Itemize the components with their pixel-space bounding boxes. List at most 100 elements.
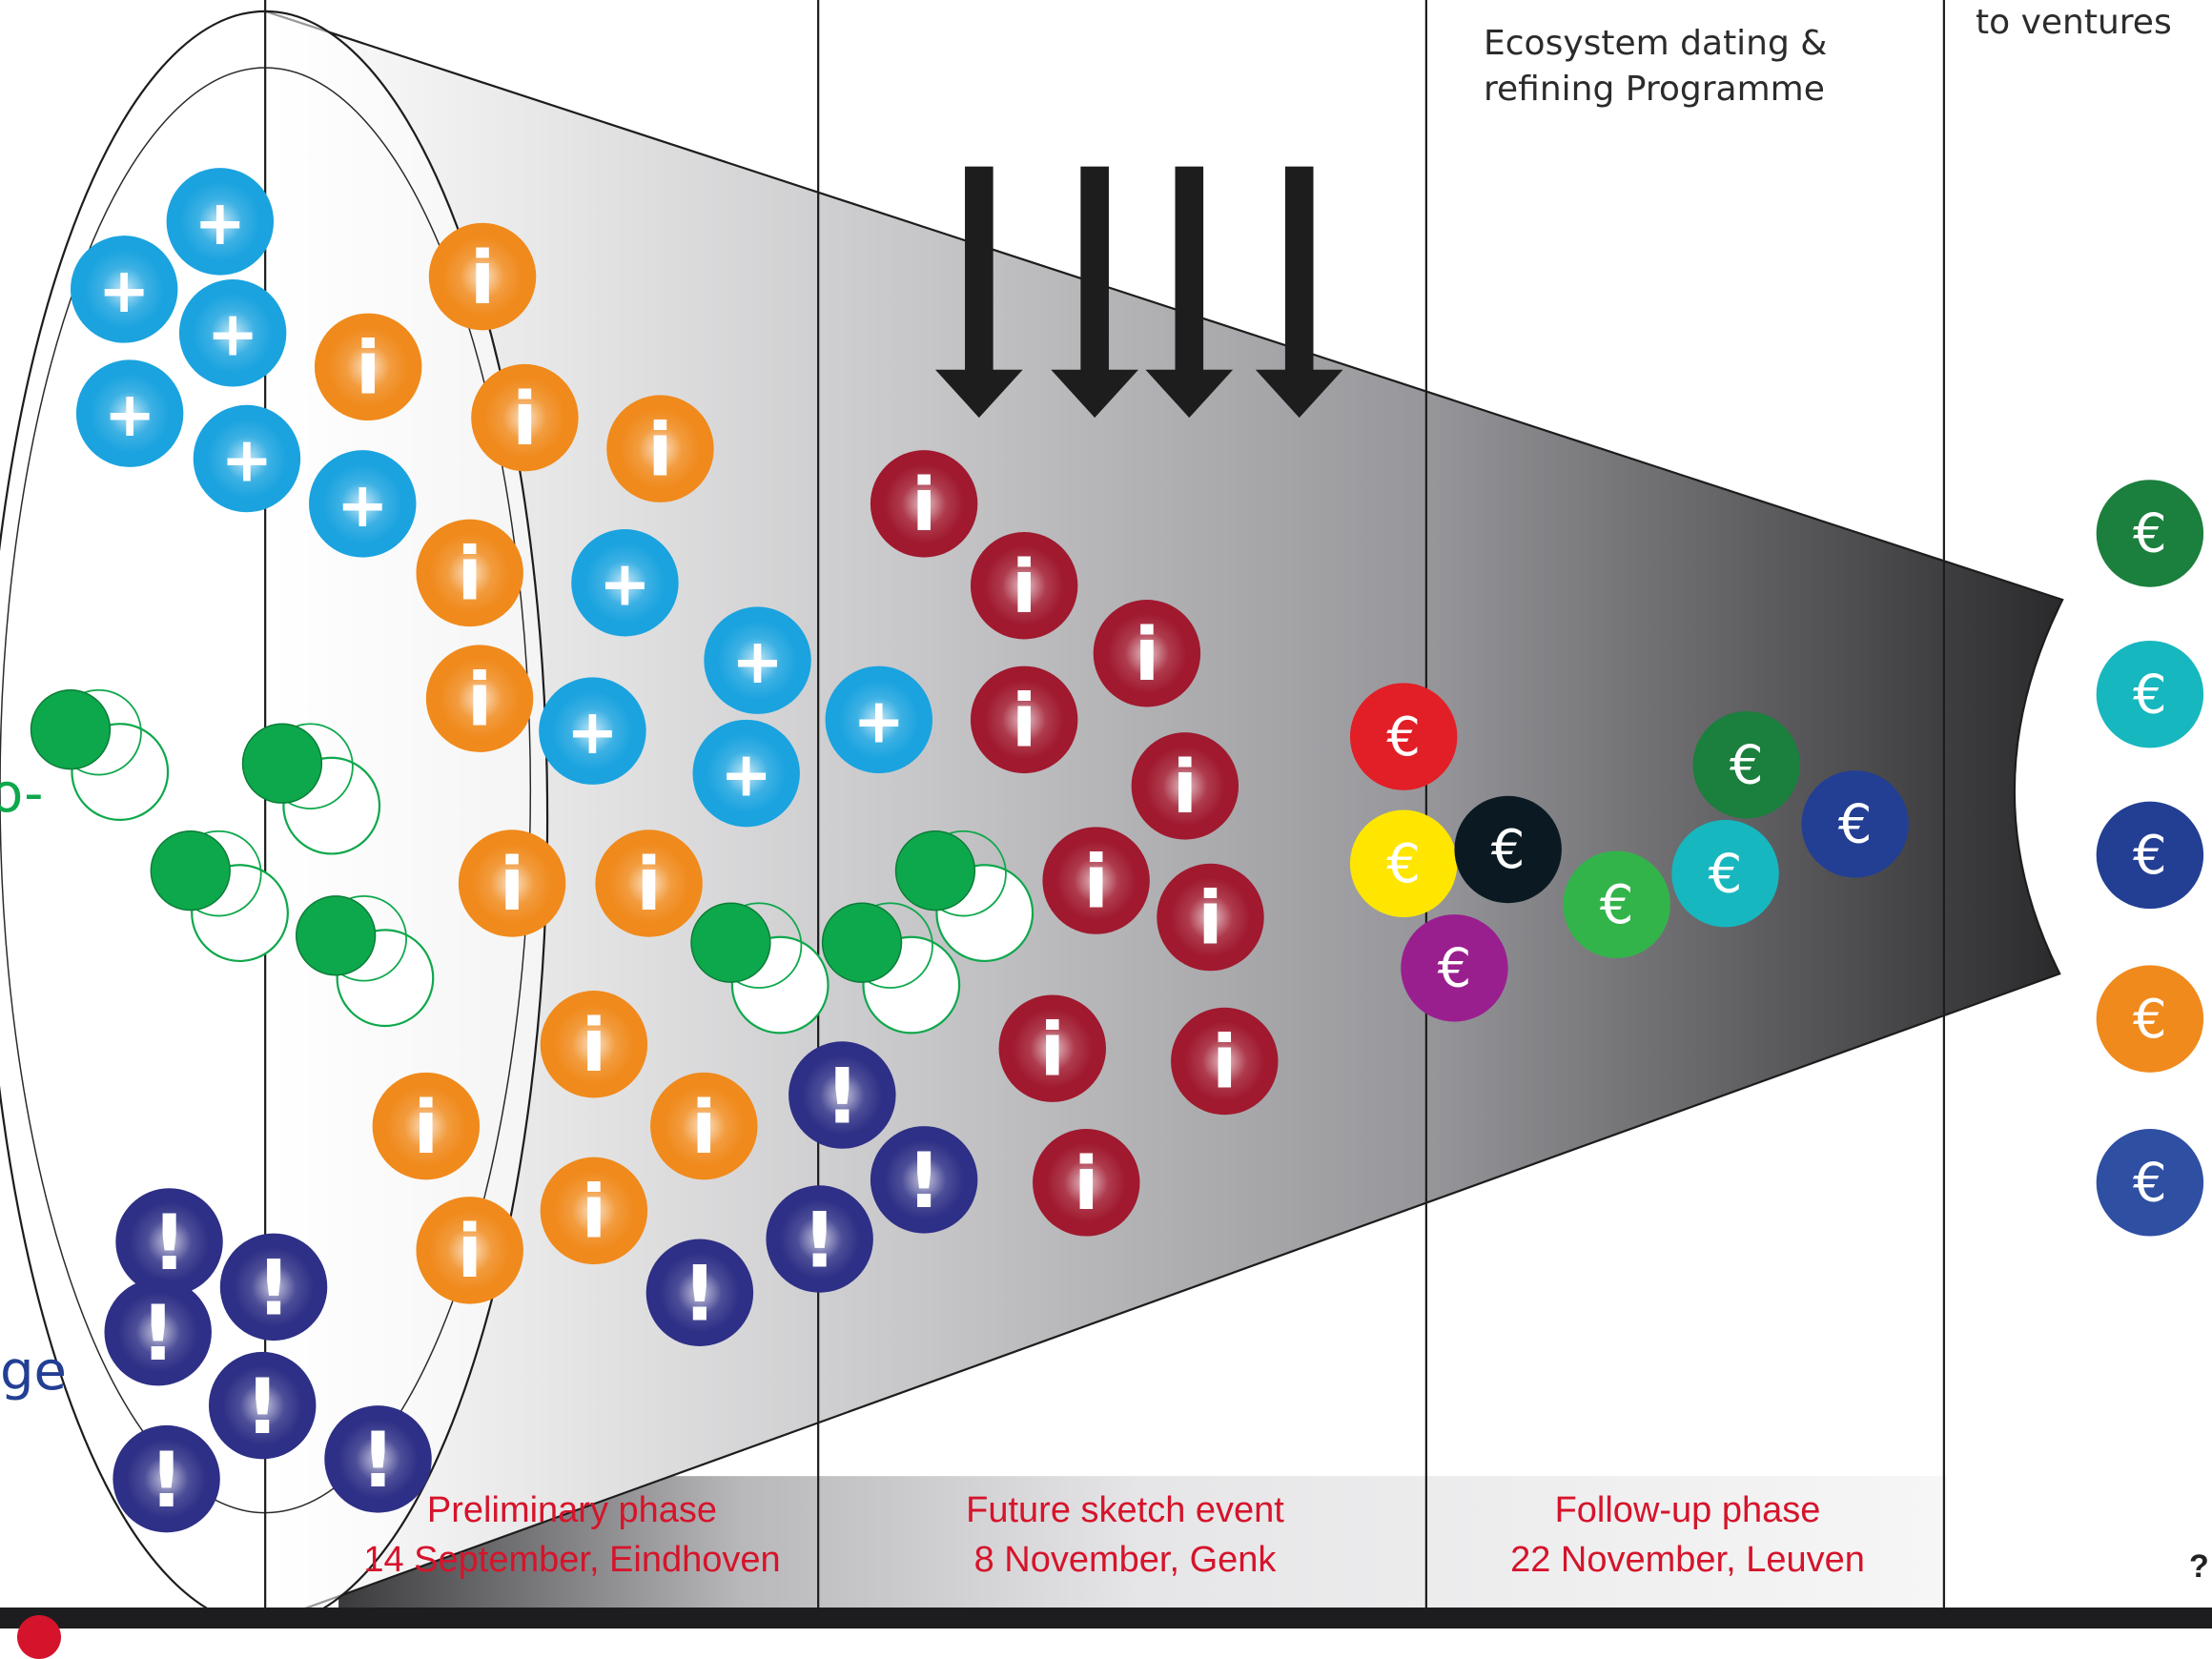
info-circle: i (650, 1072, 758, 1180)
info-circle-symbol: i (458, 1210, 482, 1295)
info-circle: i (595, 830, 703, 937)
euro-circle: € (1692, 710, 1800, 819)
info-circle-symbol: i (467, 658, 492, 743)
euro-symbol: € (1709, 843, 1743, 905)
red-info-circle-symbol: i (1012, 545, 1036, 630)
red-info-circle-symbol: i (1012, 680, 1036, 765)
info-circle-symbol: i (356, 327, 380, 412)
alert-circle-symbol: ! (256, 1244, 291, 1333)
plus-circle-symbol: + (599, 549, 651, 621)
info-circle-symbol: i (582, 1004, 606, 1089)
alert-circle-symbol: ! (907, 1137, 941, 1225)
euro-circle: € (1563, 850, 1670, 958)
down-arrow (1145, 166, 1234, 419)
euro-circle: € (1801, 770, 1909, 878)
alert-circle: ! (208, 1351, 317, 1460)
info-circle: i (425, 645, 534, 752)
alert-circle: ! (115, 1188, 223, 1296)
phase-follow-up: Follow-up phase 22 November, Leuven (1440, 1485, 1936, 1585)
euro-symbol: € (1730, 734, 1764, 796)
euro-symbol: € (1386, 707, 1421, 768)
info-circle-symbol: i (414, 1086, 439, 1171)
green-circle-pair (894, 830, 1034, 963)
alert-circle-symbol: ! (245, 1362, 279, 1451)
alert-circle-symbol: ! (802, 1196, 836, 1284)
alert-circle: ! (219, 1233, 328, 1342)
green-solid-circle (690, 902, 771, 983)
alert-circle-symbol: ! (360, 1416, 395, 1505)
plus-circle-symbol: + (195, 188, 247, 259)
plus-circle: + (704, 606, 811, 714)
red-info-circle: i (1157, 863, 1264, 972)
euro-symbol: € (2133, 664, 2167, 726)
euro-symbol: € (1491, 819, 1526, 881)
funnel-outline (264, 10, 2064, 1625)
euro-symbol: € (2133, 503, 2167, 565)
plus-circle-symbol: + (98, 256, 151, 327)
red-info-circle-symbol: i (1074, 1142, 1098, 1227)
euro-symbol: € (1600, 874, 1634, 936)
euro-circle: € (1349, 683, 1458, 790)
euro-symbol: € (2133, 989, 2167, 1051)
left-green-text-fragment: o- (0, 763, 44, 825)
green-circle-pair (295, 894, 435, 1028)
alert-circle-symbol: ! (825, 1052, 859, 1140)
euro-circle: € (2096, 1129, 2204, 1237)
green-circle-pair (241, 723, 381, 855)
plus-circle-symbol: + (207, 299, 259, 371)
plus-circle: + (692, 719, 800, 828)
info-circle-symbol: i (458, 533, 482, 618)
plus-circle: + (539, 677, 646, 785)
euro-circle: € (2096, 480, 2204, 587)
alert-circle: ! (766, 1185, 873, 1293)
green-solid-circle (150, 830, 231, 911)
green-solid-circle (821, 902, 903, 983)
euro-symbol: € (1386, 833, 1421, 895)
red-info-circle-symbol: i (911, 463, 936, 548)
ecosystem-label-line1: Ecosystem dating & (1484, 24, 1828, 63)
plus-circle-symbol: + (566, 697, 619, 768)
plus-circle: + (825, 666, 933, 774)
plus-circle-symbol: + (104, 379, 156, 451)
alert-circle: ! (324, 1405, 432, 1513)
info-circle-symbol: i (647, 408, 672, 493)
info-circle-symbol: i (500, 843, 524, 928)
alert-circle: ! (870, 1126, 978, 1234)
info-circle: i (458, 830, 566, 937)
red-info-circle: i (970, 666, 1078, 774)
red-info-circle: i (970, 531, 1078, 640)
red-info-circle-symbol: i (1198, 877, 1222, 962)
red-info-circle-symbol: i (1212, 1021, 1237, 1106)
info-circle: i (471, 363, 579, 472)
green-circles (30, 688, 1034, 1034)
ecosystem-label-line2: refining Programme (1484, 70, 1825, 109)
info-circle-symbol: i (691, 1086, 716, 1171)
plus-circle: + (70, 236, 178, 343)
euro-symbol: € (2133, 825, 2167, 887)
green-circle-pair (150, 830, 289, 963)
euro-circle: € (1401, 914, 1508, 1022)
green-circle-pair (30, 688, 170, 822)
alert-circle-symbol: ! (149, 1436, 183, 1525)
green-circle-pair (821, 902, 961, 1034)
phase-name: Preliminary phase (426, 1490, 718, 1530)
euro-circle: € (1349, 809, 1458, 918)
down-arrow (1051, 166, 1139, 419)
ventures-label: to ventures (1976, 3, 2172, 42)
info-circle-symbol: i (512, 378, 537, 462)
red-info-circle-symbol: i (1083, 840, 1108, 925)
phase-detail: 14 September, Eindhoven (363, 1540, 781, 1580)
red-info-circle: i (1042, 827, 1150, 934)
green-solid-circle (295, 895, 377, 976)
down-arrow (934, 166, 1023, 419)
plus-circle-symbol: + (720, 740, 772, 811)
green-solid-circle (241, 723, 323, 804)
plus-circle: + (166, 168, 275, 276)
plus-circle: + (178, 279, 287, 387)
bottom-bar (0, 1608, 2212, 1628)
info-circle: i (540, 1157, 648, 1265)
down-arrows (934, 166, 1343, 419)
